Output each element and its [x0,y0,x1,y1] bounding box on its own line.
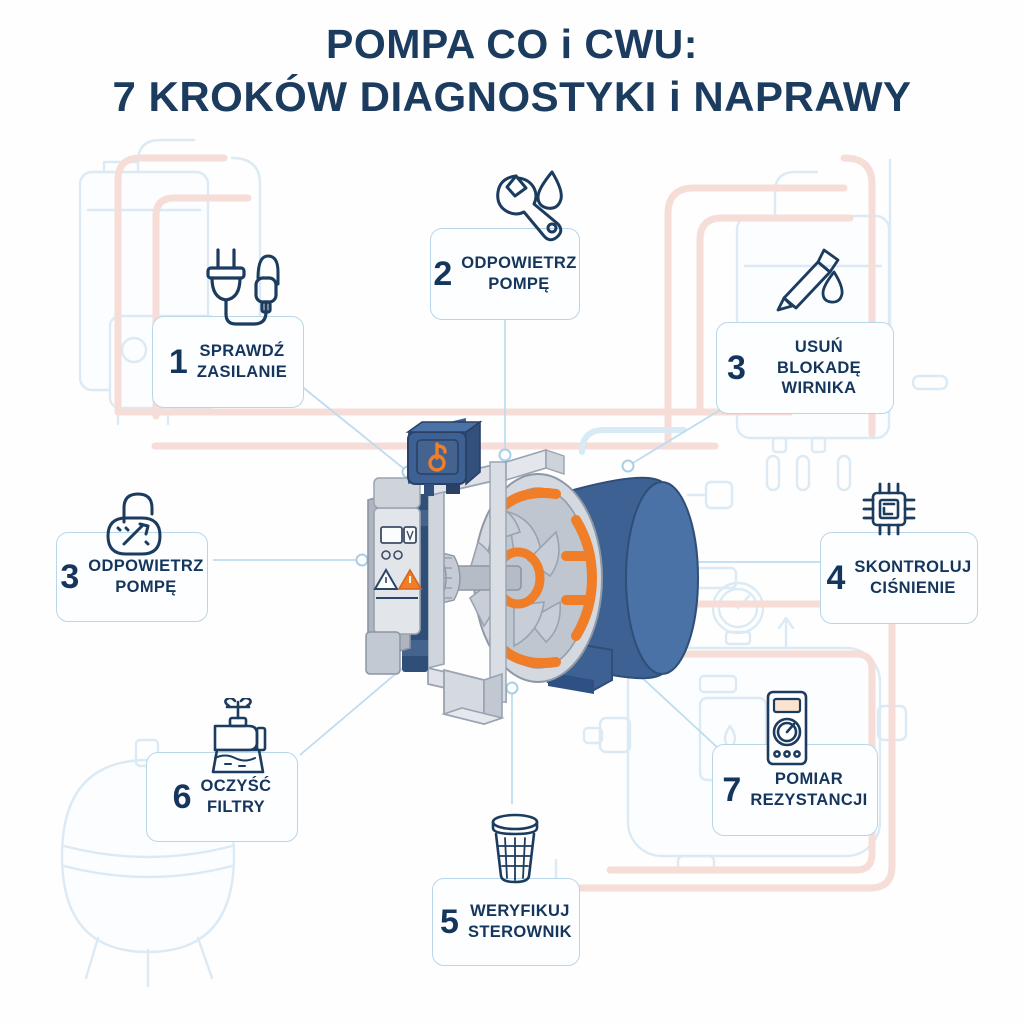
step-label: ODPOWIETRZ POMPĘ [88,557,204,596]
terminal-box [405,418,483,496]
unlock-icon [104,488,172,560]
step-number: 2 [433,255,453,293]
chip-icon [858,478,920,540]
pump-power-symbol [428,442,447,472]
step-label: POMIAR REZYSTANCJI [750,770,868,809]
connector-step-6 [299,659,413,756]
top-flange [505,448,565,482]
step-card-1[interactable]: 1 SPRAWDŹ ZASILANIE [152,316,304,408]
step-label: USUŃ BLOKADĘ WIRNIKA [776,337,861,398]
page-title: POMPA CO i CWU: 7 KROKÓW DIAGNOSTYKI i N… [0,18,1024,124]
step-label: WERYFIKUJ STEROWNIK [467,902,572,941]
step-card-4[interactable]: 4 SKONTROLUJ CIŚNIENIE [820,532,978,624]
screwdriver-droplet-icon [772,246,846,316]
connector-step-1 [299,384,409,473]
step-label: ODPOWIETRZ POMPĘ [461,254,577,293]
mounting-foot-right [546,640,613,694]
step-number: 1 [168,343,188,381]
wrench-droplet-icon [490,168,570,246]
step-label: SPRAWDŹ ZASILANIE [196,342,288,381]
valve-faucet-icon [205,698,271,774]
step-label: OCZYŚĆ FILTRY [200,777,272,816]
step-card-5[interactable]: 5 WERYFIKUJ STEROWNIK [432,878,580,966]
title-line-2: 7 KROKÓW DIAGNOSTYKI i NAPRAWY [112,73,912,121]
connector-dot-3 [621,459,635,473]
step-card-2[interactable]: 2 ODPOWIETRZ POMPĘ [430,228,580,320]
step-number: 4 [826,559,846,597]
control-button-a [381,550,391,560]
filter-basket-icon [486,812,544,884]
display-panel [380,526,403,544]
step-number: 5 [440,903,459,941]
step-number: 7 [722,771,742,809]
mounting-foot-front [441,668,505,726]
multimeter-icon [764,688,810,768]
title-line-1: POMPA CO i CWU: [326,21,698,67]
step-number: 3 [727,349,746,387]
step-card-6[interactable]: 6 OCZYŚĆ FILTRY [146,752,298,842]
step-number: 6 [172,778,192,816]
connector-dot-2 [498,448,512,462]
step-card-3b[interactable]: 3 ODPOWIETRZ POMPĘ [56,532,208,622]
control-module [365,477,423,675]
control-button-b [393,550,403,560]
step-number: 3 [60,558,80,596]
step-card-7[interactable]: 7 POMIAR REZYSTANCJI [712,744,878,836]
connector-step-3 [627,409,721,467]
power-plug-icon [196,244,288,330]
step-card-3[interactable]: 3 USUŃ BLOKADĘ WIRNIKA [716,322,894,414]
step-label: SKONTROLUJ CIŚNIENIE [854,558,972,597]
motor-housing [565,476,699,680]
